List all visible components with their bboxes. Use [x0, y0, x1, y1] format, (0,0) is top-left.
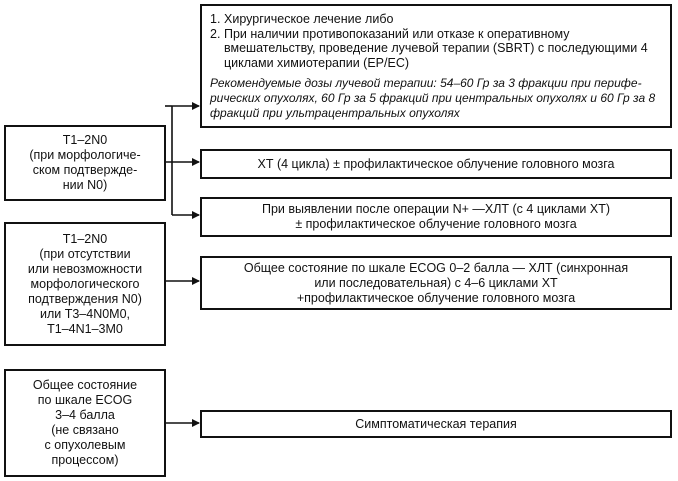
option-item: 2. При наличии противопоказаний или отка… [210, 27, 662, 71]
box-ecog-3-4: Общее состояние по шкале ECOG 3–4 балла … [4, 369, 166, 477]
option-number: 2. [210, 26, 221, 41]
box-line: (при отсутствии [39, 246, 131, 261]
box-text: Симптоматическая терапия [355, 416, 517, 431]
box-line: +профилактическое облучение головного мо… [296, 290, 576, 305]
option-text: Хирургическое лечение либо [224, 12, 394, 26]
box-chemo: ХТ (4 цикла) ± профилактическое облучени… [200, 149, 672, 179]
box-line: ском подтвержде- [32, 163, 138, 177]
box-t1-2n0-confirmed: T1–2N0 (при морфологиче- ском подтвержде… [4, 125, 166, 201]
box-line: При выявлении после операции N+ —ХЛТ (с … [261, 202, 611, 216]
box-line: по шкале ECOG [37, 393, 133, 407]
box-line: с опухолевым [44, 438, 126, 452]
box-t1-2n0-unconfirmed: T1–2N0 (при отсутствии или невозможности… [4, 222, 166, 346]
box-line: морфологического [30, 276, 140, 291]
box-chemoradiation: Общее состояние по шкале ECOG 0–2 балла … [200, 256, 672, 310]
box-line: (при морфологиче- [29, 148, 141, 162]
box-postop: При выявлении после операции N+ —ХЛТ (с … [200, 197, 672, 237]
box-line: T1–2N0 [62, 231, 108, 246]
box-line: нии N0) [62, 178, 108, 192]
option-number: 1. [210, 12, 221, 26]
option-text: При наличии противопоказаний или отказе … [224, 26, 648, 70]
box-line: Общее состояние по шкале ECOG 0–2 балла … [243, 260, 629, 275]
box-line: ± профилактическое облучение головного м… [295, 217, 577, 231]
box-line: 3–4 балла [55, 408, 115, 422]
box-line: Общее состояние [32, 378, 138, 392]
dose-note: Рекомендуемые дозы лучевой терапии: 54–6… [210, 76, 656, 120]
box-line: или T3–4N0M0, [39, 306, 131, 321]
box-text: ХТ (4 цикла) ± профилактическое облучени… [257, 156, 615, 171]
box-line: (не связано [51, 423, 119, 437]
box-treatment-options: 1. Хирургическое лечение либо 2. При нал… [200, 4, 672, 128]
box-line: или последовательная) с 4–6 циклами ХТ [314, 275, 558, 290]
box-line: подтверждения N0) [28, 291, 142, 306]
box-line: или невозможности [27, 261, 143, 276]
box-symptomatic: Симптоматическая терапия [200, 410, 672, 438]
box-line: T1–4N1–3M0 [47, 321, 123, 336]
option-item: 1. Хирургическое лечение либо [210, 12, 662, 27]
box-line: T1–2N0 [62, 133, 108, 147]
box-line: процессом) [51, 453, 119, 467]
